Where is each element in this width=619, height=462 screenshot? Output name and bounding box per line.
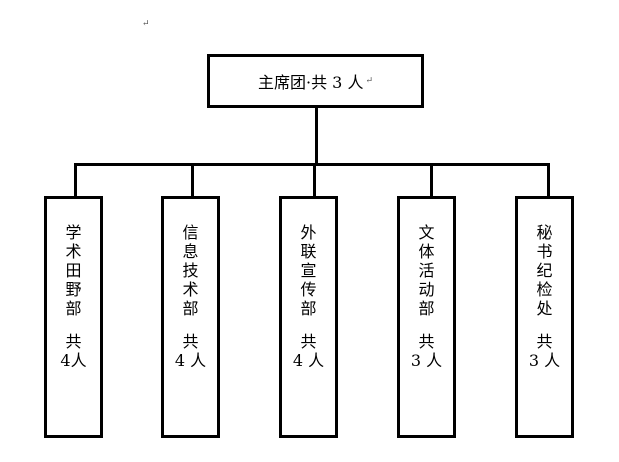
department-name: 秘书纪检处 [536,223,553,318]
department-headcount: 共 4人 [60,332,87,370]
department-name: 学术田野部 [65,223,82,318]
branch-connector [191,163,194,196]
presidium-label: 主席团·共 3 人 [258,73,364,92]
department-box-academic: 学术田野部 共 4人 [44,196,103,438]
department-box-it: 信息技术部 共 4 人 [161,196,220,438]
paragraph-mark: ↵ [365,75,373,86]
paragraph-mark: ↵ [142,19,150,29]
department-box-culture-sports: 文体活动部 共 3 人 [397,196,456,438]
branch-connector [74,163,77,196]
department-headcount: 共 4 人 [292,332,325,370]
department-box-secretariat: 秘书纪检处 共 3 人 [515,196,574,438]
presidium-box: 主席团·共 3 人 ↵ [207,54,424,108]
department-headcount: 共 3 人 [528,332,561,370]
branch-connector [313,163,316,196]
department-name: 外联宣传部 [300,223,317,318]
branch-connector [547,163,550,196]
department-box-outreach: 外联宣传部 共 4 人 [279,196,338,438]
department-headcount: 共 3 人 [410,332,443,370]
branch-connector [430,163,433,196]
horizontal-connector [75,163,550,166]
department-name: 文体活动部 [418,223,435,318]
department-headcount: 共 4 人 [174,332,207,370]
department-name: 信息技术部 [182,223,199,318]
trunk-connector [315,108,318,165]
